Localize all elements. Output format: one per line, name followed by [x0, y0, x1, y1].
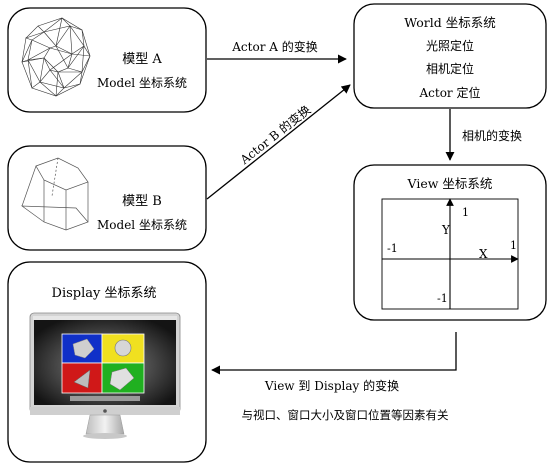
axis-neg-y: -1 [437, 292, 448, 305]
actor-b-transform-label: Actor B 的变换 [236, 102, 313, 168]
axis-pos-x: 1 [510, 239, 517, 252]
axis-y-label: Y [441, 223, 451, 237]
camera-transform-label: 相机的变换 [462, 128, 522, 143]
world-item-actor: Actor 定位 [419, 85, 481, 100]
view-box: View 坐标系统 1 Y X 1 -1 -1 [353, 164, 547, 321]
world-item-light: 光照定位 [426, 38, 474, 53]
world-title: World 坐标系统 [404, 15, 495, 30]
world-item-camera: 相机定位 [426, 61, 474, 76]
arrow-actor-b: Actor B 的变换 [206, 84, 351, 200]
model-a-box: 模型 A Model 坐标系统 [7, 7, 207, 113]
view-axes: 1 Y X 1 -1 -1 [381, 198, 519, 310]
actor-a-transform-label: Actor A 的变换 [231, 39, 317, 54]
axis-neg-x: -1 [387, 242, 398, 255]
model-b-title: 模型 B [122, 194, 162, 209]
axis-pos-y: 1 [462, 206, 469, 219]
model-b-subtitle: Model 坐标系统 [97, 218, 187, 232]
world-box: World 坐标系统 光照定位 相机定位 Actor 定位 [353, 3, 547, 109]
model-a-subtitle: Model 坐标系统 [97, 76, 187, 90]
arrow-view-to-display: View 到 Display 的变换 与视口、窗口大小及窗口位置等因素有关 [211, 332, 457, 422]
display-title: Display 坐标系统 [52, 286, 157, 301]
arrow-actor-a: Actor A 的变换 [207, 39, 347, 64]
view-title: View 坐标系统 [407, 176, 493, 191]
arrow-camera: 相机的变换 [445, 109, 522, 161]
display-box: Display 坐标系统 [7, 261, 207, 463]
view-to-display-note: 与视口、窗口大小及窗口位置等因素有关 [242, 408, 449, 422]
model-a-title: 模型 A [122, 52, 162, 67]
view-to-display-label: View 到 Display 的变换 [264, 378, 399, 393]
axis-x-label: X [479, 247, 488, 261]
hexagonal-prism-icon [20, 157, 89, 231]
monitor-icon [29, 312, 181, 439]
polyhedron-icon [21, 17, 91, 97]
model-b-box: 模型 B Model 坐标系统 [7, 145, 207, 251]
